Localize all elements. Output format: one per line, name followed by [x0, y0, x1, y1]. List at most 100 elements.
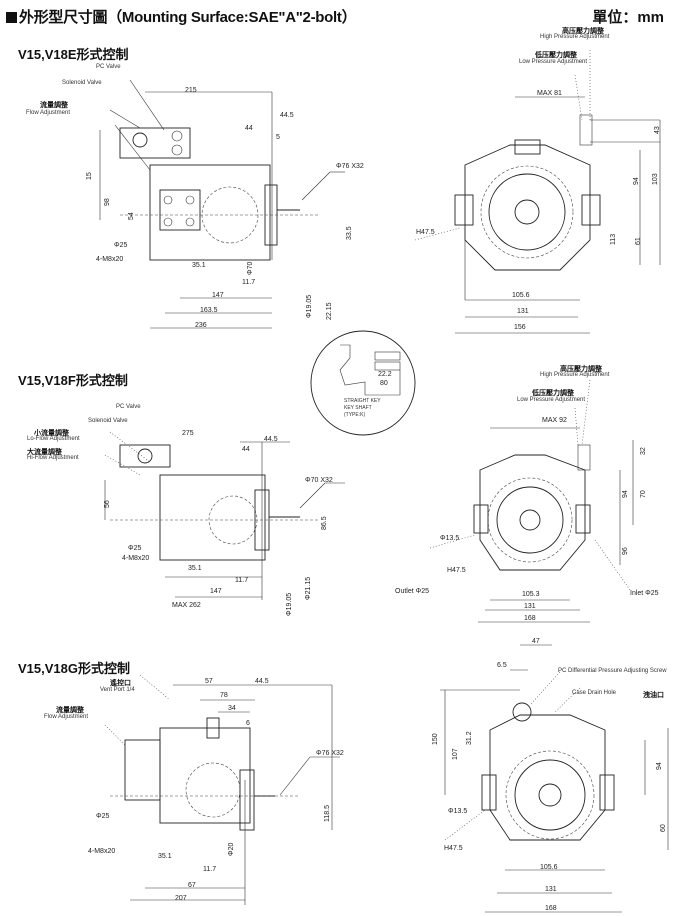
detail-note-3: (TYPE:K) [344, 412, 366, 418]
f-high-pressure-en: High Pressure Adjustment [540, 372, 610, 378]
f-low-pressure-en: Low Pressure Adjustment [517, 397, 586, 403]
unit-label: 單位：mm [592, 9, 664, 26]
e-flow-adjust-cn: 流量調整 [40, 102, 68, 109]
f-dim-94: 94 [622, 490, 629, 498]
e-dim-11-7: 11.7 [242, 279, 256, 286]
f-hi-flow-cn: 大流量調整 [27, 449, 62, 456]
f-dim-131: 131 [524, 603, 536, 610]
g-dim-168: 168 [545, 905, 557, 912]
e-dim-54: 54 [128, 212, 135, 220]
f-dim-phi25: Φ25 [128, 545, 142, 552]
f-inlet-label: Inlet Φ25 [630, 590, 659, 597]
f-dim-phi21-15: Φ21.15 [305, 576, 312, 600]
g-dim-150: 150 [432, 733, 439, 745]
g-dim-phi20: Φ20 [228, 842, 235, 856]
f-dim-96: 96 [622, 547, 629, 555]
e-dim-4-m8x20: 4-M8x20 [96, 256, 124, 263]
e-flow-adjust-en: Flow Adjustment [26, 110, 71, 116]
section-e-title: V15,V18E形式控制 [18, 47, 129, 62]
e-front-view-drawing [414, 50, 661, 334]
e-dim-phi70: Φ70 [247, 261, 254, 275]
e-dim-44: 44 [245, 125, 253, 132]
e-dim-33-5: 33.5 [346, 226, 353, 240]
detail-note-2: KEY SHAFT [344, 405, 372, 411]
f-pc-valve-label: PC Valve [116, 404, 141, 410]
g-dim-4-m8x20: 4-M8x20 [88, 848, 116, 855]
f-outlet-label: Outlet Φ25 [395, 588, 429, 595]
g-dim-31-2: 31.2 [466, 731, 473, 745]
g-dim-78: 78 [220, 692, 228, 699]
e-low-pressure-en: Low Pressure Adjustment [519, 59, 588, 65]
e-dim-163-5: 163.5 [200, 307, 218, 314]
g-dim-57: 57 [205, 678, 213, 685]
e-high-pressure-en: High Pressure Adjustment [540, 34, 610, 40]
f-side-view-drawing [104, 431, 345, 600]
f-front-view-drawing [429, 379, 634, 623]
g-dim-phi76-x32: Φ76 X32 [316, 750, 344, 757]
f-dim-70: 70 [640, 490, 647, 498]
e-pc-valve-label: PC Valve [96, 64, 121, 70]
e-dim-131: 131 [517, 308, 529, 315]
f-dim-h47-5: H47.5 [447, 567, 466, 574]
f-high-pressure-cn: 高压壓力調整 [560, 366, 602, 373]
g-dim-47: 47 [532, 638, 540, 645]
section-g-title: V15,V18G形式控制 [18, 661, 130, 676]
g-dim-94: 94 [656, 762, 663, 770]
f-lo-flow-en: Lo-Flow Adjustment [27, 436, 80, 442]
g-dim-6: 6 [246, 720, 250, 727]
e-dim-phi25: Φ25 [114, 242, 128, 249]
e-dim-43: 43 [654, 126, 661, 134]
f-solenoid-valve-label: Solenoid Valve [88, 418, 128, 424]
e-dim-phi76-x32: Φ76 X32 [336, 163, 364, 170]
f-dim-86-5: 86.5 [321, 516, 328, 530]
e-side-view-drawing [99, 79, 345, 329]
page-title: 外形型尺寸圖（Mounting Surface:SAE"A"2-bolt） [6, 6, 357, 27]
g-pc-screw-label: PC Differential Pressure Adjusting Screw [558, 668, 667, 674]
f-dim-phi70-x32: Φ70 X32 [305, 477, 333, 484]
f-dim-4-m8x20: 4-M8x20 [122, 555, 150, 562]
f-dim-32: 32 [640, 447, 647, 455]
e-dim-15: 15 [86, 172, 93, 180]
detail-circle-drawing [310, 330, 416, 436]
f-dim-max92: MAX 92 [542, 417, 567, 424]
e-solenoid-valve-label: Solenoid Valve [62, 80, 102, 86]
f-low-pressure-cn: 低压壓力調整 [532, 390, 574, 397]
g-vent-port-en: Vent Port 1/4 [100, 687, 135, 693]
g-dim-118-5: 118.5 [324, 805, 331, 822]
g-dim-105-6: 105.6 [540, 864, 558, 871]
g-dim-6-5: 6.5 [497, 662, 507, 669]
f-dim-phi13-5: Φ13.5 [440, 535, 460, 542]
f-dim-56: 56 [104, 500, 111, 508]
g-dim-35-1: 35.1 [158, 853, 172, 860]
g-dim-phi13-5: Φ13.5 [448, 808, 468, 815]
g-dim-phi25: Φ25 [96, 813, 110, 820]
f-hi-flow-en: Hi-Flow Adjustment [27, 455, 79, 461]
f-dim-44: 44 [242, 446, 250, 453]
e-dim-22-15: 22.15 [326, 302, 333, 320]
f-lo-flow-cn: 小流量調整 [34, 430, 69, 437]
g-dim-11-7: 11.7 [203, 866, 217, 873]
e-dim-105-6: 105.6 [512, 292, 530, 299]
f-dim-105-3: 105.3 [522, 591, 540, 598]
g-side-view-drawing [104, 674, 340, 905]
e-low-pressure-cn: 低压壓力調整 [535, 52, 577, 59]
e-dim-61: 61 [635, 237, 642, 245]
g-case-drain-cn: 洩油口 [643, 692, 664, 699]
e-dim-113: 113 [610, 233, 617, 245]
f-dim-168: 168 [524, 615, 536, 622]
g-dim-60: 60 [660, 824, 667, 832]
e-dim-44-5: 44.5 [280, 112, 294, 119]
f-dim-44-5: 44.5 [264, 436, 278, 443]
e-dim-phi19-05: Φ19.05 [306, 294, 313, 318]
g-dim-34: 34 [228, 705, 236, 712]
f-dim-max262: MAX 262 [172, 602, 201, 609]
g-dim-67: 67 [188, 882, 196, 889]
f-dim-147: 147 [210, 588, 222, 595]
e-dim-98: 98 [104, 198, 111, 206]
g-dim-207: 207 [175, 895, 187, 902]
f-dim-phi19-05: Φ19.05 [286, 592, 293, 616]
e-dim-5: 5 [276, 134, 280, 141]
e-dim-94: 94 [633, 177, 640, 185]
detail-dim-80: 80 [380, 380, 388, 387]
g-flow-adjust-en: Flow Adjustment [44, 714, 89, 720]
